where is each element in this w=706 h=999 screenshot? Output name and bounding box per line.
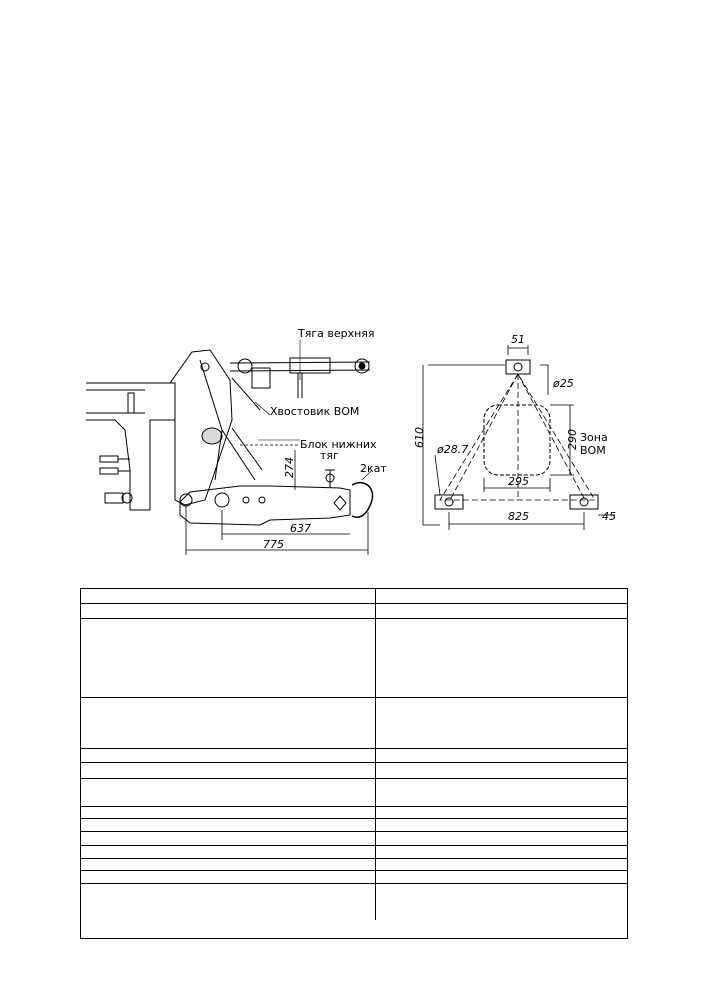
- dim-reach-short: 637: [290, 522, 311, 535]
- table-row: [81, 883, 627, 884]
- lower-links-label-1: Блок нижних: [300, 438, 377, 451]
- rear-view: [422, 345, 615, 530]
- dim-reach-long: 775: [263, 538, 284, 551]
- hitch-drawing: Тяга верхняя Хвостовик ВОМ Блок нижних т…: [86, 327, 616, 555]
- table-row: [81, 618, 627, 619]
- table-row: [81, 778, 627, 779]
- side-view: [86, 340, 374, 555]
- table-row: [81, 603, 627, 604]
- table-row: [81, 818, 627, 819]
- dim-height-side: 274: [283, 457, 296, 478]
- table-column-divider: [375, 589, 376, 920]
- side-dimensions: [185, 444, 369, 555]
- hydraulic-couplers: [99, 455, 133, 504]
- table-row: [81, 762, 627, 763]
- dim-lower-span: 825: [508, 510, 529, 523]
- top-link-label: Тяга верхняя: [297, 327, 375, 340]
- dim-zone-width: 295: [508, 475, 529, 488]
- spec-table: [80, 588, 628, 939]
- dim-height-rear: 610: [413, 427, 426, 448]
- dim-lower-offset: 45: [602, 510, 616, 523]
- dim-zone-height: 290: [566, 429, 579, 450]
- category-label: 2кат: [360, 462, 387, 475]
- pto-shaft-label: Хвостовик ВОМ: [270, 405, 359, 418]
- table-row: [81, 806, 627, 807]
- table-row: [81, 697, 627, 698]
- zone-label-1: Зона: [580, 431, 608, 444]
- dim-top-pin-width: 51: [511, 333, 525, 346]
- lower-links: [179, 469, 374, 526]
- table-row: [81, 845, 627, 846]
- table-row: [81, 870, 627, 871]
- table-row: [81, 831, 627, 832]
- dim-top-pin-dia: ø25: [552, 377, 574, 390]
- dim-lower-pin-dia: ø28.7: [436, 443, 468, 456]
- table-row: [81, 858, 627, 859]
- lower-links-label-2: тяг: [320, 449, 339, 462]
- zone-label-2: ВОМ: [580, 444, 606, 457]
- table-row: [81, 748, 627, 749]
